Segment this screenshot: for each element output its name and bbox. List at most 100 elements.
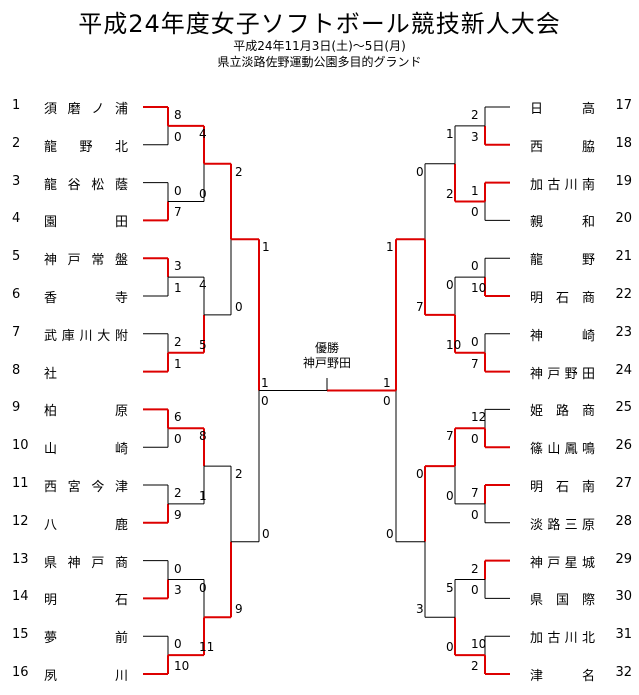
team-name: 津名 [530,669,595,684]
team-number: 6 [12,287,21,302]
page-title: 平成24年度女子ソフトボール競技新人大会 [78,10,561,38]
match-score: 0 [235,299,243,314]
team-number: 28 [615,513,632,529]
match-score: 0 [199,186,207,201]
team-name: 淡路三原 [530,517,595,533]
match-score: 0 [471,507,479,522]
match-score: 2 [235,164,243,179]
final-score: 0 [383,393,391,408]
team-number: 12 [12,513,29,529]
match-score: 3 [471,129,479,144]
team-number: 21 [615,249,632,265]
team-number: 26 [615,438,632,454]
team-name: 加古川南 [530,177,595,193]
team-name: 龍谷松蔭 [44,177,128,193]
match-score: 2 [174,334,182,349]
match-score: 1 [471,183,479,198]
team-number: 31 [615,627,632,643]
match-score: 7 [416,299,424,314]
match-score: 9 [174,507,182,522]
match-score: 11 [199,640,215,655]
team-name: 龍野北 [44,139,128,155]
match-score: 7 [471,356,479,371]
team-number: 17 [615,98,632,113]
match-score: 7 [446,429,454,444]
match-score: 0 [262,526,270,541]
match-score: 0 [174,561,182,576]
match-score: 12 [471,410,487,425]
team-number: 11 [12,476,29,491]
team-name: 明石 [44,593,128,609]
team-name: 武庫川大附 [44,328,128,344]
champion-label: 優勝 [314,341,339,355]
team-number: 7 [12,324,21,340]
team-name: 須磨ノ浦 [44,102,128,117]
match-score: 0 [471,205,479,220]
team-name: 夢前 [44,631,128,647]
match-score: 1 [262,240,270,255]
team-name: 西宮今津 [44,480,128,495]
match-score: 2 [235,467,243,482]
match-score: 8 [199,429,207,444]
team-name: 龍野 [530,253,595,269]
team-number: 29 [615,551,632,567]
match-score: 1 [386,240,394,255]
team-name: 加古川北 [530,631,595,647]
match-score: 1 [174,356,182,371]
match-score: 0 [416,164,424,179]
tournament-venue: 県立淡路佐野運動公園多目的グランド [217,55,422,69]
team-number: 22 [615,287,632,302]
match-score: 0 [446,278,454,293]
team-number: 27 [615,476,632,491]
team-number: 1 [12,98,21,113]
tournament-date: 平成24年11月3日(土)～5日(月) [233,39,406,53]
match-score: 0 [416,467,424,482]
team-number: 5 [12,249,21,265]
match-score: 1 [199,488,207,503]
team-number: 30 [615,589,632,605]
match-score: 3 [174,259,182,274]
match-score: 1 [174,281,182,295]
team-number: 8 [12,362,21,378]
team-number: 20 [615,211,632,227]
match-score: 0 [386,526,394,541]
team-name: 神戸星城 [530,555,595,571]
match-score: 0 [199,580,207,595]
team-name: 柏原 [44,404,128,420]
match-score: 10 [471,637,487,652]
team-name: 社 [44,366,58,382]
final-score: 1 [383,375,391,390]
match-score: 0 [471,432,479,447]
match-score: 0 [446,640,454,655]
team-number: 18 [615,135,632,151]
match-score: 0 [446,488,454,503]
match-score: 2 [471,561,479,576]
team-name: 明石南 [530,480,595,495]
team-name: 香寺 [44,291,128,306]
match-score: 0 [471,259,479,274]
match-score: 9 [235,602,243,617]
match-score: 3 [174,583,182,598]
match-score: 8 [174,108,182,122]
team-name: 八鹿 [44,517,128,533]
team-number: 14 [12,589,29,605]
team-name: 西脇 [530,139,595,155]
match-score: 1 [446,126,454,141]
match-score: 2 [446,186,454,201]
team-number: 23 [615,324,632,340]
match-score: 6 [174,410,182,425]
match-score: 5 [199,337,207,352]
team-number: 9 [12,400,21,416]
team-number: 19 [615,173,632,189]
match-score: 7 [471,486,479,500]
team-name: 姫路商 [530,404,595,420]
team-number: 15 [12,627,29,643]
final-score: 0 [261,393,269,408]
team-number: 4 [12,211,21,227]
match-score: 0 [471,583,479,598]
match-score: 0 [174,183,182,198]
team-name: 県神戸商 [44,555,128,571]
match-score: 4 [199,278,207,293]
match-score: 4 [199,126,207,141]
match-score: 10 [471,281,487,295]
